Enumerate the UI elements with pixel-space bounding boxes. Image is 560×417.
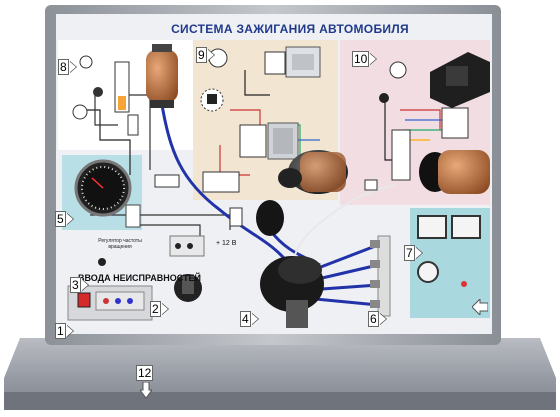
callout-10-number: 10 — [353, 51, 369, 66]
callout-12: 12 — [136, 364, 154, 381]
ignition-switch — [169, 235, 205, 302]
arrow-right-icon — [378, 312, 386, 325]
voltage-regulator — [267, 122, 299, 160]
terminal-blocks — [154, 171, 378, 227]
electronic-ignition-diagram — [379, 61, 469, 181]
callout-2-number: 2 — [151, 301, 160, 316]
coil-module-top — [430, 52, 490, 108]
arrow-right-icon — [160, 302, 168, 315]
callout-8-number: 8 — [59, 59, 68, 74]
arrow-right-icon — [250, 312, 258, 325]
arrow-right-icon — [65, 324, 73, 337]
callout-9: 9 — [196, 46, 214, 63]
arrow-down-icon — [140, 382, 152, 399]
ignition-coil-black — [278, 150, 348, 194]
arrow-right-icon — [369, 52, 377, 65]
tachometer — [74, 159, 141, 228]
ignition-coil-electronic — [419, 150, 490, 194]
ignition-coil-contact — [146, 44, 178, 108]
arrow-right-icon — [65, 212, 73, 225]
arrow-right-icon — [206, 48, 214, 61]
voltage-label: + 12 В — [216, 240, 237, 247]
callout-5-number: 5 — [56, 211, 65, 226]
instrument-meters — [417, 215, 481, 287]
distributor-diagram — [200, 48, 286, 158]
fault-input-label: ВВОДА НЕИСПРАВНОСТЕЙ — [78, 273, 201, 283]
callout-2: 2 — [150, 300, 168, 317]
callout-1-number: 1 — [56, 323, 65, 338]
callout-3: 3 — [70, 276, 88, 293]
callout-8: 8 — [58, 58, 76, 75]
callout-12-number: 12 — [137, 365, 153, 380]
callout-6: 6 — [368, 310, 386, 327]
callout-1: 1 — [55, 322, 73, 339]
switch-module — [285, 46, 321, 78]
arrow-right-icon — [80, 278, 88, 291]
callout-4-number: 4 — [241, 311, 250, 326]
arrow-right-icon — [68, 60, 76, 73]
fault-injection-panel — [67, 258, 153, 321]
callout-7-number: 7 — [405, 245, 414, 260]
speed-regulator-label: Регулятор частоты вращения — [98, 238, 142, 250]
callout-4: 4 — [240, 310, 258, 327]
callout-6-number: 6 — [369, 311, 378, 326]
contact-breaker-diagram — [72, 55, 139, 136]
arrow-right-icon — [414, 246, 422, 259]
callout-7: 7 — [404, 244, 422, 261]
callout-9-number: 9 — [197, 47, 206, 62]
callout-10: 10 — [352, 50, 377, 67]
distributor — [256, 200, 324, 328]
stand-base — [4, 338, 556, 410]
callout-5: 5 — [55, 210, 73, 227]
callout-3-number: 3 — [71, 277, 80, 292]
panel-title: СИСТЕМА ЗАЖИГАНИЯ АВТОМОБИЛЯ — [171, 22, 409, 36]
arrow-left-icon — [472, 299, 488, 315]
